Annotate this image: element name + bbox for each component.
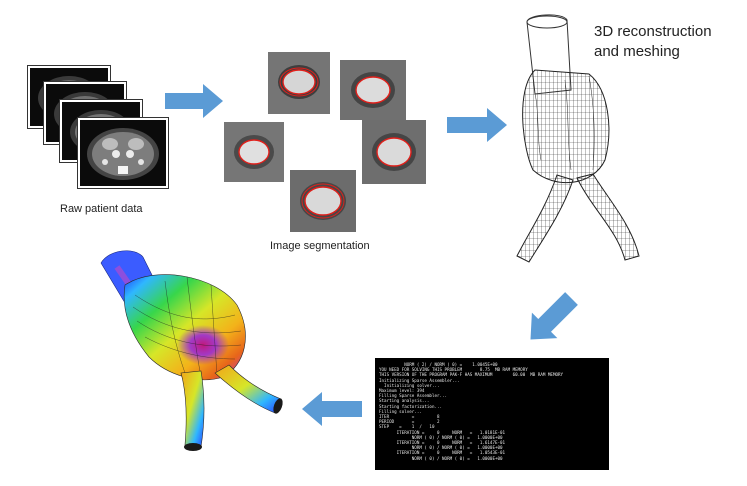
segmentation-patch: [268, 52, 330, 114]
image-segmentation-label: Image segmentation: [270, 240, 370, 252]
segmented-slice-image: [362, 120, 426, 184]
console-line: Filling solver...: [379, 408, 422, 414]
solver-console: NORM ( 2) / NORM ( 0) = 1.0045E+00 YOU N…: [375, 358, 609, 470]
reconstruction-label: 3D reconstruction and meshing: [594, 23, 712, 60]
arrow-right-2: [447, 108, 507, 142]
arrow-right-1: [165, 84, 223, 118]
ct-slice-4: [78, 118, 168, 188]
segmented-slice-image: [268, 52, 330, 114]
arrow-down-left: [530, 292, 578, 340]
console-line: NORM ( 0) / NORM ( 0) = 1.0000E+00: [379, 434, 503, 440]
segmented-slice-image: [290, 170, 356, 232]
console-line: STEP = 1 / 10: [379, 424, 435, 430]
console-line: Maximum level: 394: [379, 388, 425, 394]
console-line: ITERATION = 0 NORM = 1.0181E-01: [379, 429, 506, 435]
aorta-mesh-model: [516, 14, 640, 263]
console-line: Initializing solver...: [379, 382, 440, 388]
console-line: PERIOD = 2: [379, 419, 440, 425]
ct-slice-image: [87, 128, 159, 180]
segmentation-patch: [362, 120, 426, 184]
console-line: NORM ( 2) / NORM ( 0) = 1.0045E+00: [379, 362, 498, 367]
segmentation-patch: [224, 122, 284, 182]
console-line: ITERATION = 0 NORM = 1.6147E-01: [379, 440, 506, 446]
console-line: NORM ( 0) / NORM ( 0) = 1.0000E+00: [379, 455, 503, 461]
arrow-left: [302, 392, 362, 426]
console-line: Initializing Sparse Assembler...: [379, 377, 460, 383]
console-line: YOU NEED FOR SOLVING THIS PROBLEM 8.75 M…: [379, 367, 528, 373]
console-line: Starting analysis...: [379, 398, 430, 404]
segmentation-patch: [340, 60, 406, 120]
segmentation-patch: [290, 170, 356, 232]
console-line: Starting factorization...: [379, 403, 443, 409]
simulation-result-model: [100, 250, 283, 451]
segmented-slice-image: [340, 60, 406, 120]
segmented-slice-image: [224, 122, 284, 182]
console-line: NORM ( 0) / NORM ( 0) = 1.0000E+00: [379, 445, 503, 451]
console-line: THIS VERSION OF THE PROGRAM PAK-F HAS MA…: [379, 372, 564, 378]
console-line: ITERATION = 0 NORM = 1.0543E-01: [379, 450, 506, 456]
raw-patient-data-label: Raw patient data: [60, 203, 143, 215]
console-line: Filling Sparse Assembler...: [379, 393, 448, 399]
console-line: ITER = 8: [379, 414, 440, 420]
